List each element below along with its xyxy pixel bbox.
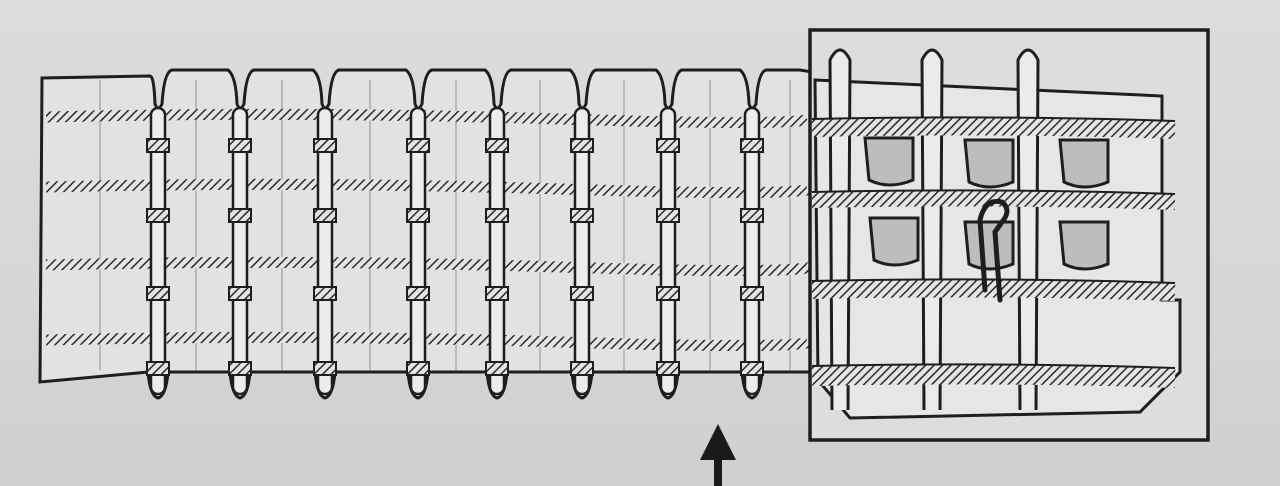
pointer-arrow — [700, 424, 736, 486]
cord-stitch — [485, 208, 509, 223]
cord-stitch — [228, 361, 252, 376]
cord-stitch — [570, 138, 594, 153]
cord-stitch — [406, 361, 430, 376]
cord-stitch — [146, 361, 170, 376]
cord-stitch — [570, 208, 594, 223]
cord-stitch — [313, 286, 337, 301]
inset-pleat — [920, 48, 944, 411]
cord-stitch — [313, 138, 337, 153]
cord-stitch — [406, 286, 430, 301]
cord-stitch — [485, 361, 509, 376]
arrow-head-icon — [700, 424, 736, 460]
inset-cord-edge — [811, 116, 1176, 122]
cord-stitch — [656, 361, 680, 376]
inset-cord-edge — [811, 363, 1176, 369]
tape-strip — [38, 68, 818, 400]
tape-pocket — [1058, 138, 1110, 189]
tape-pocket — [963, 220, 1015, 271]
arrow-shaft — [714, 458, 722, 486]
cord-stitch — [570, 286, 594, 301]
cord-stitch — [146, 208, 170, 223]
cord-stitch — [406, 208, 430, 223]
cord-stitch — [740, 286, 764, 301]
inset-cord-edge — [811, 189, 1176, 195]
cord-stitch — [313, 208, 337, 223]
pleat-tube — [659, 106, 677, 396]
inset-cord — [811, 279, 1176, 301]
cord-stitch — [740, 138, 764, 153]
cord-band — [45, 178, 818, 199]
pleat-tube — [149, 106, 167, 396]
tape-pocket — [963, 138, 1015, 189]
cord-stitch — [228, 286, 252, 301]
tape-pocket — [1058, 220, 1110, 271]
cord-stitch — [656, 286, 680, 301]
cord-band — [45, 256, 818, 277]
pleat-tube — [573, 106, 591, 396]
inset-pleat — [1016, 48, 1040, 411]
curtain-hook-icon — [977, 198, 1010, 303]
tape-pocket — [863, 136, 915, 187]
cord-stitch — [485, 138, 509, 153]
pleat-tube — [488, 106, 506, 396]
inset-pleat — [828, 48, 852, 411]
cord-stitch — [406, 138, 430, 153]
cord-stitch — [146, 138, 170, 153]
cord-stitch — [228, 208, 252, 223]
inset-cord — [811, 190, 1176, 210]
pleat-tube — [409, 106, 427, 396]
cord-stitch — [656, 208, 680, 223]
pleat-tube — [743, 106, 761, 396]
cord-stitch — [228, 138, 252, 153]
cord-stitch — [146, 286, 170, 301]
cord-stitch — [313, 361, 337, 376]
cord-stitch — [485, 286, 509, 301]
detail-inset — [808, 28, 1210, 442]
pleat-tube — [316, 106, 334, 396]
tape-pocket — [868, 216, 920, 267]
cord-band — [45, 108, 818, 129]
cord-stitch — [740, 361, 764, 376]
pleat-tube — [231, 106, 249, 396]
cord-stitch — [656, 138, 680, 153]
inset-cord — [811, 364, 1176, 388]
cord-stitch — [740, 208, 764, 223]
cord-band — [45, 331, 818, 352]
inset-cord — [811, 117, 1176, 139]
cord-stitch — [570, 361, 594, 376]
